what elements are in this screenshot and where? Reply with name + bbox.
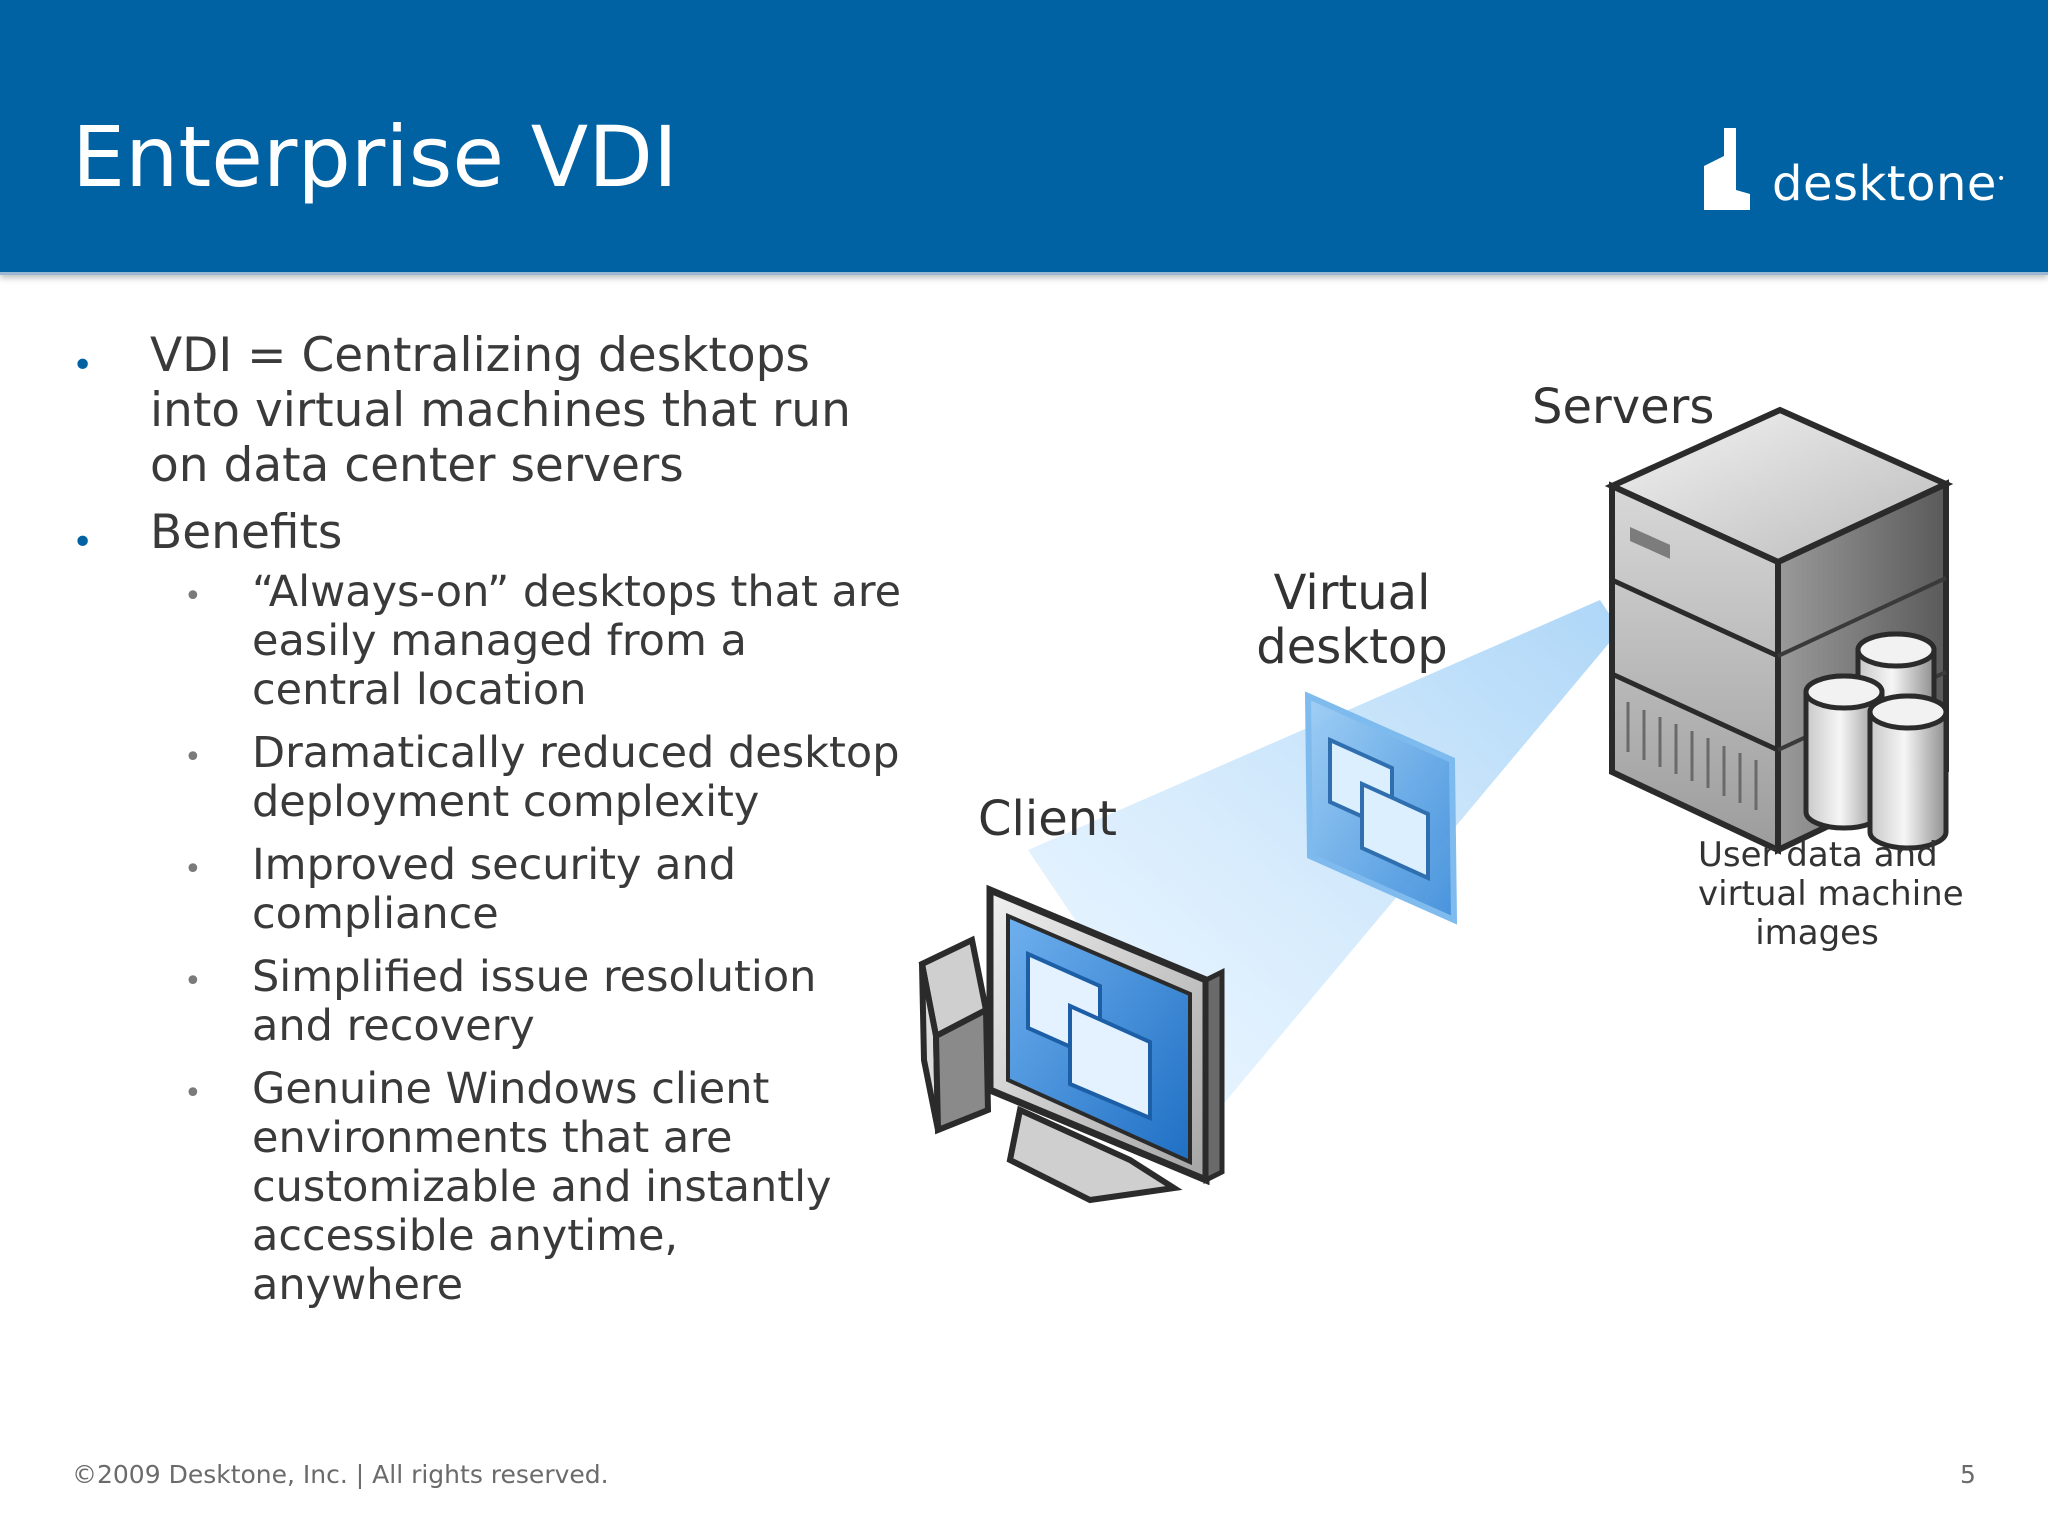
storage-caption-line1: User data and [1698,835,1938,875]
servers-label: Servers [1532,379,1715,435]
bullet-item-vdi: • VDI = Centralizing desktops into virtu… [72,328,902,493]
slide-header: Enterprise VDI desktone• [0,0,2048,275]
virtual-desktop-label-line2: desktop [1256,619,1448,675]
storage-caption-line2: virtual machine [1698,874,1964,914]
sub-bullet-dot-icon: • [184,852,202,887]
storage-cylinders-icon [1803,631,1949,851]
sub-bullet-text: Dramatically reduced desktop deployment … [252,728,900,827]
sub-bullet-dot-icon: • [184,579,202,614]
bullet-item-benefits: • Benefits • “Always-on” desktops that a… [72,505,902,1310]
benefits-sublist: • “Always-on” desktops that are easily m… [150,568,902,1310]
storage-caption: User data and virtual machine images [1698,835,1964,953]
bullet-text: Benefits [150,505,343,560]
sub-bullet-text: Genuine Windows client environments that… [252,1064,832,1310]
sub-bullet-text: “Always-on” desktops that are easily man… [252,567,902,715]
logo-wordmark: desktone• [1772,156,2006,212]
bullet-list: • VDI = Centralizing desktops into virtu… [72,328,902,1324]
page-number: 5 [1960,1460,1976,1489]
bullet-dot-icon: • [72,345,94,386]
footer-copyright: ©2009 Desktone, Inc. | All rights reserv… [72,1460,609,1489]
virtual-desktop-label-line1: Virtual [1273,565,1431,621]
slide-title: Enterprise VDI [72,108,678,206]
client-label: Client [978,791,1117,847]
desktone-logo: desktone• [1704,128,2005,218]
sub-bullet-item: • Genuine Windows client environments th… [162,1065,902,1310]
desktone-logo-mark-icon [1704,128,1750,210]
virtual-desktop-label: Virtual desktop [1252,566,1452,674]
sub-bullet-dot-icon: • [184,1076,202,1111]
sub-bullet-text: Improved security and compliance [252,840,737,939]
sub-bullet-dot-icon: • [184,964,202,999]
vdi-diagram-graphic [918,406,1954,1204]
sub-bullet-text: Simplified issue resolution and recovery [252,952,817,1051]
bullet-dot-icon: • [72,522,94,563]
sub-bullet-item: • Simplified issue resolution and recove… [162,953,902,1051]
virtual-desktop-icon [1304,691,1458,925]
storage-caption-line3: images [1755,913,1879,953]
sub-bullet-dot-icon: • [184,740,202,775]
sub-bullet-item: • “Always-on” desktops that are easily m… [162,568,902,715]
client-computer-icon [918,884,1225,1204]
bullet-text: VDI = Centralizing desktops into virtual… [150,328,851,493]
vdi-diagram: Servers Virtual desktop Client User data… [900,300,2048,1280]
sub-bullet-item: • Dramatically reduced desktop deploymen… [162,729,902,827]
sub-bullet-item: • Improved security and compliance [162,841,902,939]
